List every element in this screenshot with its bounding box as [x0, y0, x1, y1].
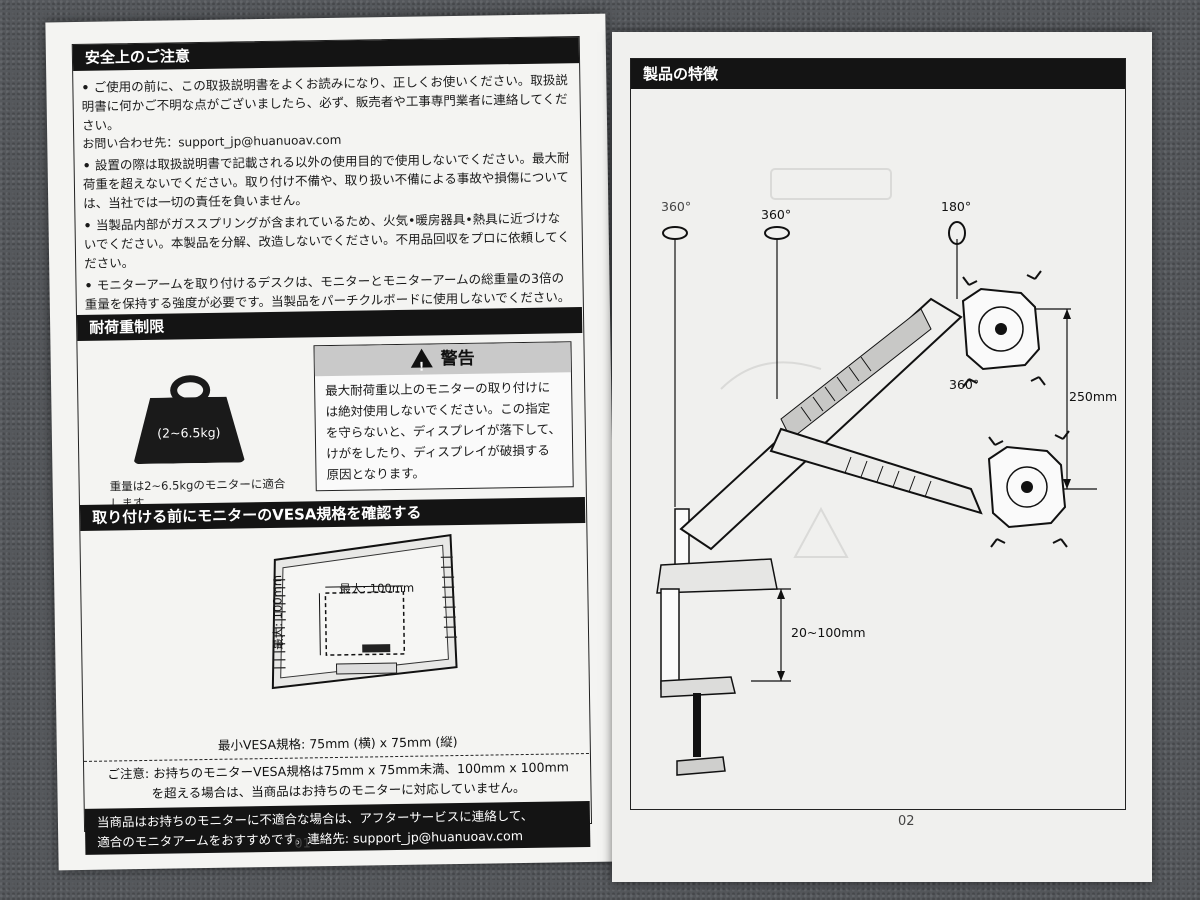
footer-notice: 当商品はお持ちのモニターに不適合な場合は、アフターサービスに連絡して、 適合のモ…	[84, 800, 591, 855]
warning-text: 最大耐荷重以上のモニターの取り付けには絶対使用しないでください。この指定を守らな…	[325, 379, 562, 483]
safety-item: • 設置の際は取扱説明書で記載される以外の使用目的で使用しないでください。最大耐…	[82, 150, 570, 211]
vesa-width-label: 最大: 100mm	[339, 580, 415, 596]
arm-rotation-label: 360°	[761, 207, 792, 222]
page-frame: 安全上のご注意 • ご使用の前に、この取扱説明書をよくお読みになり、正しくお使い…	[71, 36, 593, 855]
warning-header: 警告	[314, 342, 571, 377]
base-rotation-label: 360°	[661, 199, 692, 214]
manual-page-right: 製品の特徴	[612, 32, 1152, 882]
safety-item: • モニターアームを取り付けるデスクは、モニターとモニターアームの総重量の3倍の…	[84, 270, 571, 312]
weight-range-label: (2~6.5kg)	[157, 424, 221, 441]
monitor-back-illustration	[271, 534, 458, 690]
plate-rotation-label: 360°	[949, 377, 980, 392]
tilt-label: 180°	[941, 199, 972, 214]
page-number-right: 02	[898, 814, 915, 829]
page-number-left: 01	[294, 836, 311, 852]
vesa-height-label: 最大: 100mm	[270, 574, 286, 650]
vesa-min-spec: 最小VESA規格: 75mm (横) x 75mm (縦)	[217, 734, 458, 753]
safety-item: • 当製品内部がガススプリングが含まれているため、火気•暖房器具•熱具に近づけな…	[83, 210, 570, 271]
warning-box: 警告 最大耐荷重以上のモニターの取り付けには絶対使用しないでください。この指定を…	[313, 341, 574, 492]
monitor-arm-diagram	[656, 168, 1097, 776]
warning-triangle-icon	[410, 348, 433, 368]
page-frame: 製品の特徴	[630, 58, 1126, 810]
safety-item: • ご使用の前に、この取扱説明書をよくお読みになり、正しくお使いください。取扱説…	[81, 72, 568, 133]
manual-page-left: 安全上のご注意 • ご使用の前に、この取扱説明書をよくお読みになり、正しくお使い…	[45, 13, 619, 871]
height-adjust-label: 250mm	[1069, 389, 1118, 404]
clamp-range-label: 20~100mm	[791, 625, 866, 640]
features-section-title: 製品の特徴	[631, 59, 1125, 89]
